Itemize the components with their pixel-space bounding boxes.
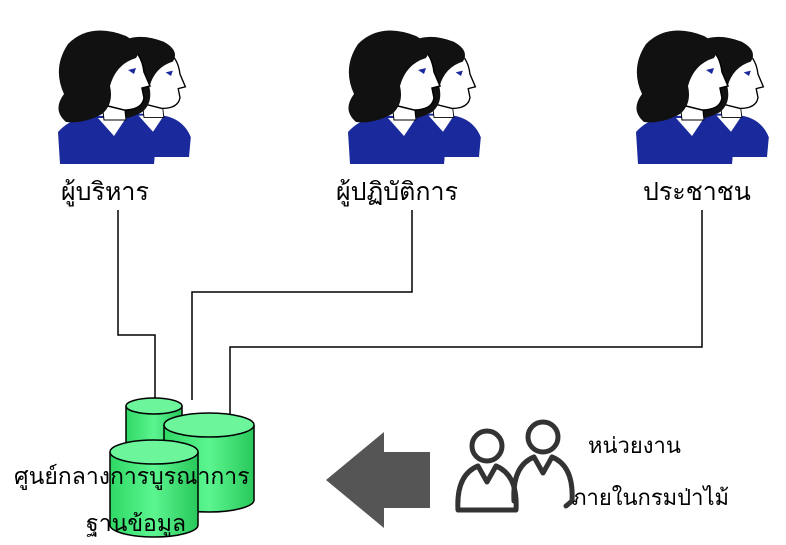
hub-label-line1: ศูนย์กลางการบูรณาการ xyxy=(14,464,250,490)
department-label-line2: ภายในกรมป่าไม้ xyxy=(572,486,730,511)
department-label-line1: หน่วยงาน xyxy=(588,434,681,459)
connector-operators xyxy=(191,210,413,400)
arrow-left-icon xyxy=(326,432,430,528)
user-group-icon-public xyxy=(636,31,769,164)
user-label-operators: ผู้ปฏิบัติการ xyxy=(336,177,459,206)
hub-label-line2: ฐานข้อมูล xyxy=(86,511,187,537)
connector-lines xyxy=(117,210,703,418)
user-group-icon-operators xyxy=(348,31,481,164)
user-label-executives: ผู้บริหาร xyxy=(61,177,149,206)
user-group-icon-executives xyxy=(58,31,191,164)
people-outline-icon xyxy=(455,419,575,513)
connector-public xyxy=(229,210,703,418)
connector-executives xyxy=(117,210,156,400)
database-cylinders-icon xyxy=(109,397,255,538)
user-label-public: ประชาชน xyxy=(643,177,751,206)
